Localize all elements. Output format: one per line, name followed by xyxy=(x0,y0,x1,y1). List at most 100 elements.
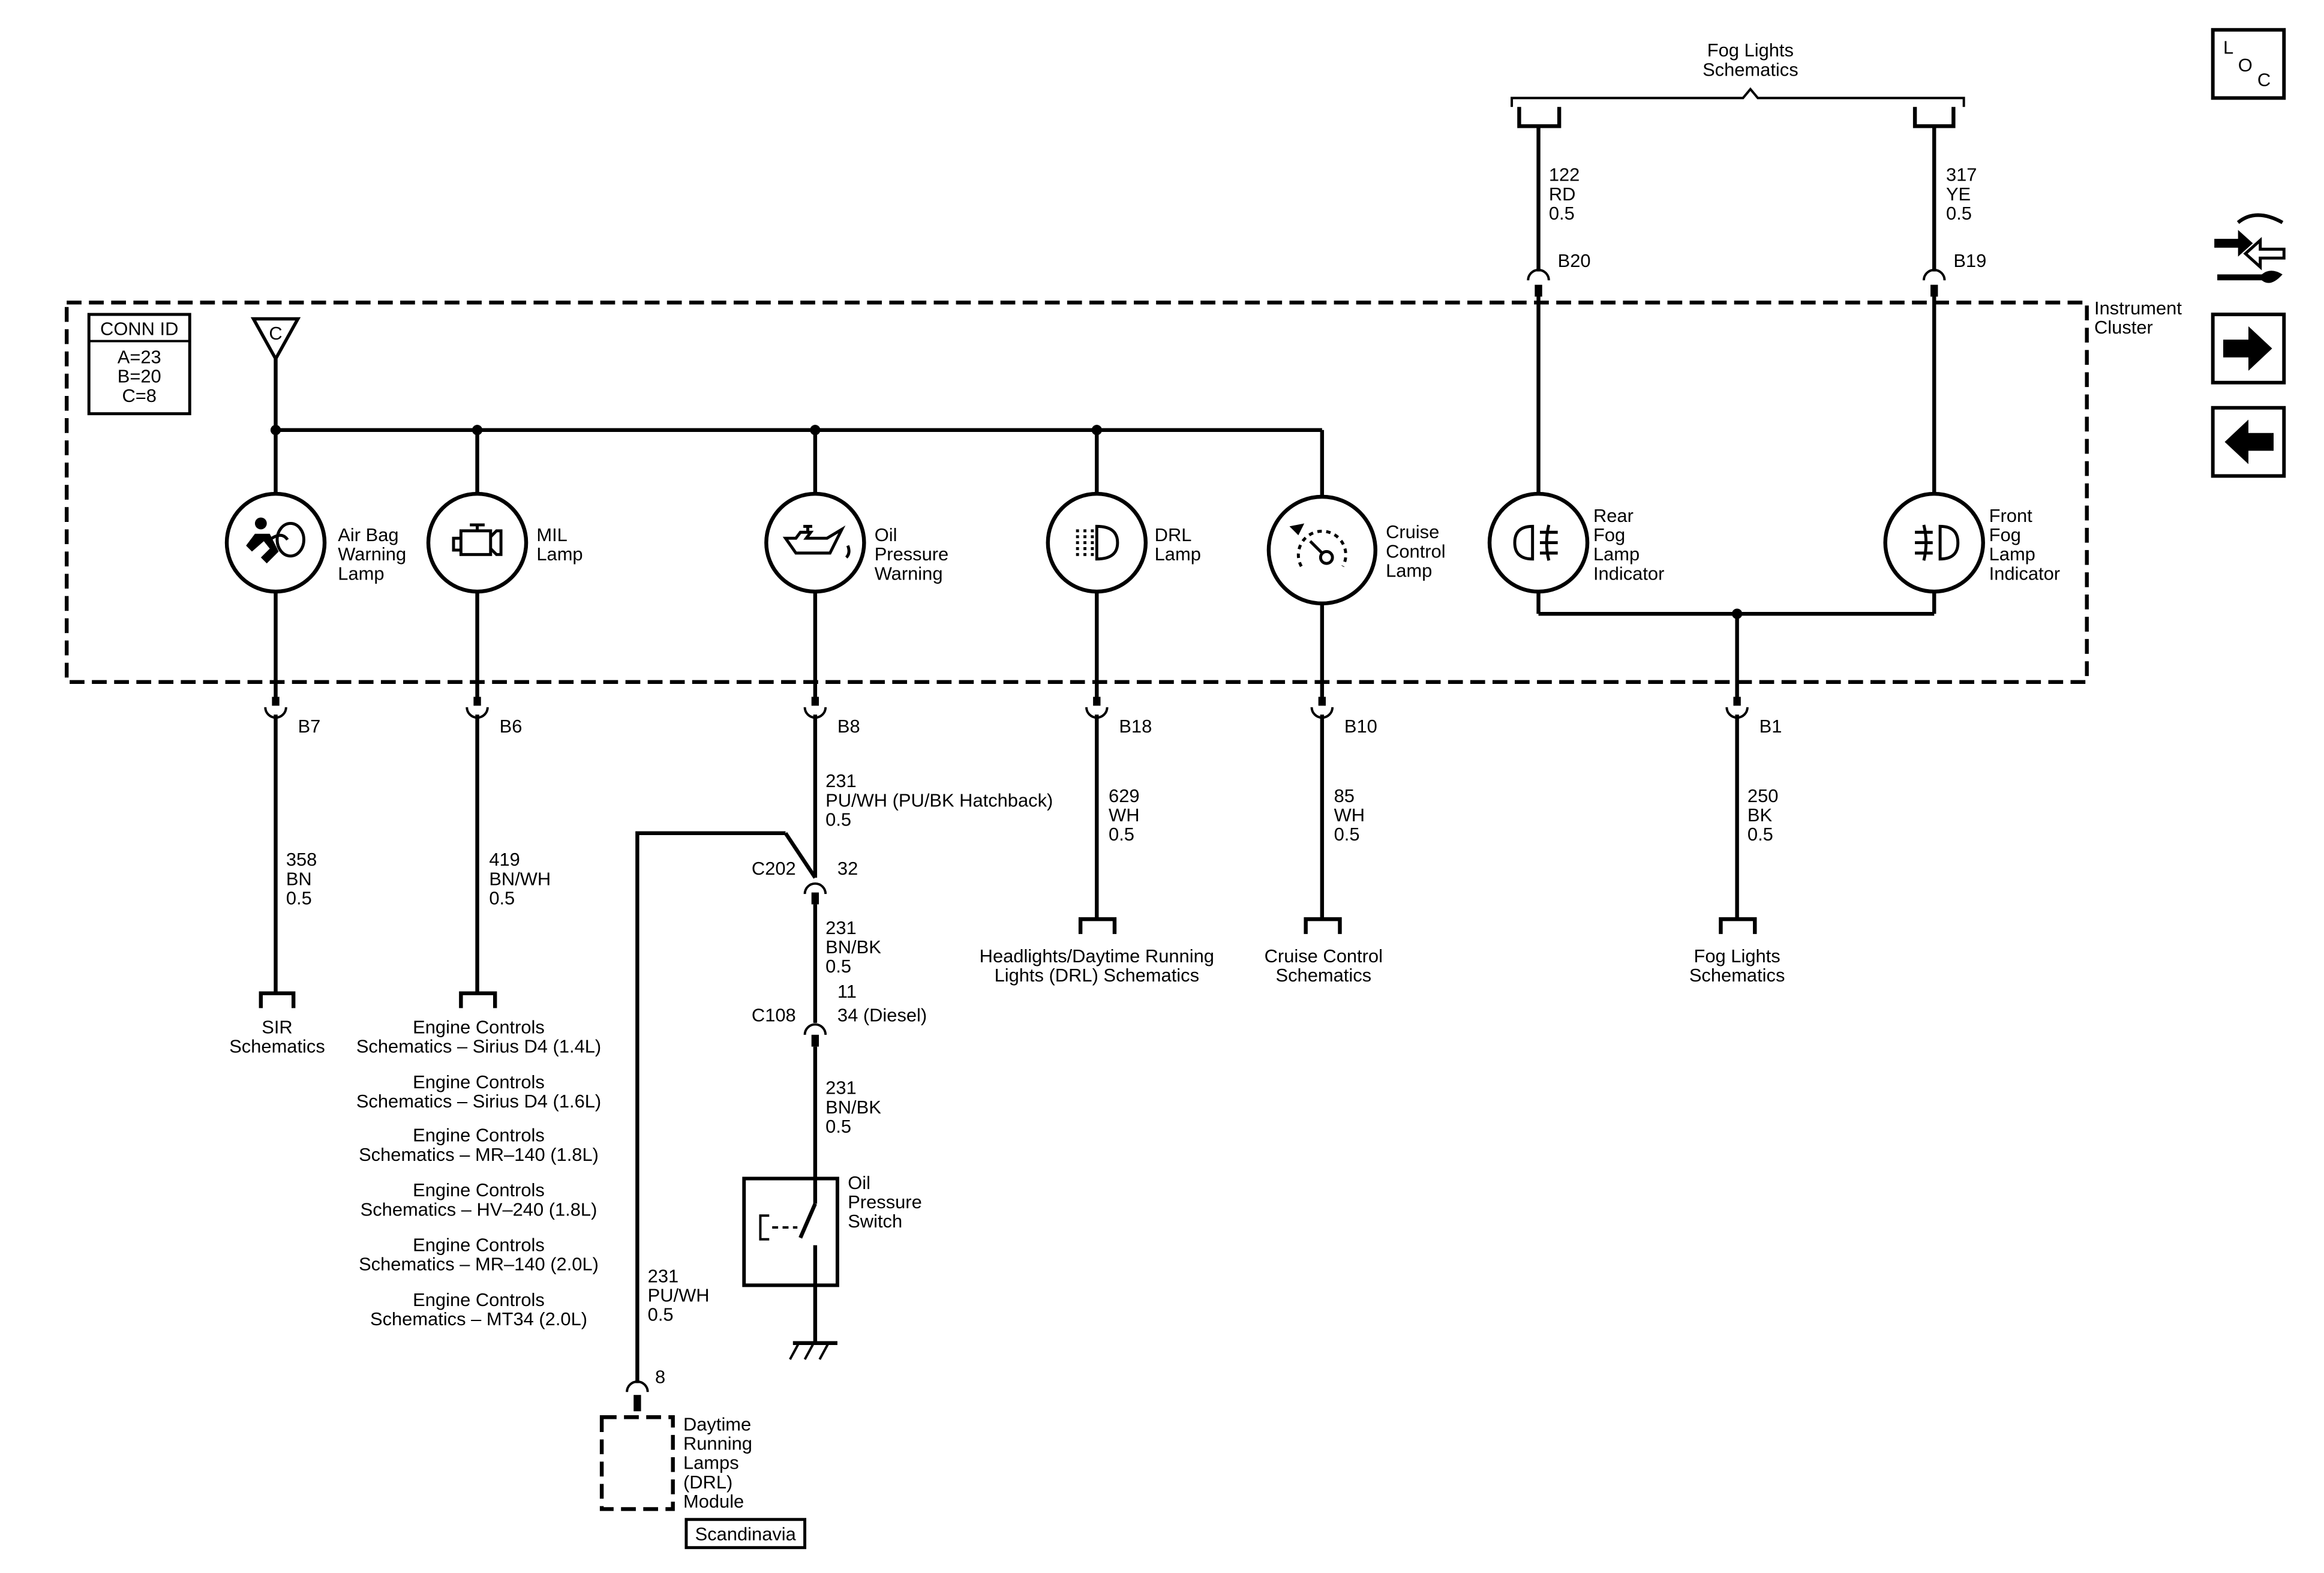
wire-label-122: RD xyxy=(1549,184,1576,205)
pin-label-b10: B10 xyxy=(1344,716,1377,737)
wire-label-231-bnbk: BN/BK xyxy=(825,936,881,957)
lamp-label-cruise: Cruise xyxy=(1386,521,1439,542)
supply-triangle-symbol: C xyxy=(250,317,301,362)
instrument-cluster-boundary xyxy=(64,301,2089,685)
reference-engine: Schematics – MT34 (2.0L) xyxy=(370,1308,587,1329)
drl-module-label: Running xyxy=(683,1433,752,1454)
lamp-label-oil: Pressure xyxy=(875,544,949,565)
reference-fog: Schematics xyxy=(1689,965,1785,986)
wire-label-231-drl: 0.5 xyxy=(648,1304,674,1325)
reference-sir: Schematics xyxy=(229,1035,325,1056)
connector-tools-icon[interactable] xyxy=(2214,213,2286,283)
pin-label-b20: B20 xyxy=(1558,250,1591,271)
reference-engine: Engine Controls xyxy=(413,1071,545,1092)
top-reference-title: Schematics xyxy=(1703,59,1798,80)
lamp-label-cruise: Lamp xyxy=(1386,560,1432,581)
wire-label-317: 0.5 xyxy=(1946,203,1972,224)
drl-module-pin: 8 xyxy=(655,1366,665,1387)
module-label-line2: Cluster xyxy=(2094,317,2153,338)
engine-icon xyxy=(452,523,503,556)
oil-pressure-warning-lamp xyxy=(764,491,866,594)
switch-label: Oil xyxy=(848,1172,870,1193)
pin-label-b7: B7 xyxy=(298,716,321,737)
conn-id-row: B=20 xyxy=(118,366,161,387)
drl-module-label: Daytime xyxy=(683,1414,751,1435)
module-label-line1: Instrument xyxy=(2094,298,2182,319)
top-reference-bracket xyxy=(1511,87,1965,107)
wire-label-250: 250 xyxy=(1747,785,1779,806)
lamp-label-mil: Lamp xyxy=(536,544,582,565)
wire-label-358: 358 xyxy=(286,849,317,870)
drl-module-label: (DRL) xyxy=(683,1472,732,1493)
oil-can-icon xyxy=(782,524,851,559)
drl-icon xyxy=(1076,524,1119,561)
top-reference-title: Fog Lights xyxy=(1707,40,1794,61)
wire-label-419: 0.5 xyxy=(489,887,515,908)
cluster-bus-wires xyxy=(270,290,1936,697)
lamp-label-front-fog: Fog xyxy=(1989,524,2021,545)
conn-id-row: A=23 xyxy=(118,347,161,368)
loc-button[interactable]: L O C xyxy=(2211,28,2286,100)
connector-c108-name: C108 xyxy=(752,1005,796,1026)
left-arrow-icon xyxy=(2224,419,2274,464)
reference-engine: Schematics – MR–140 (1.8L) xyxy=(359,1144,599,1165)
top-reference-connectors xyxy=(1517,107,1956,272)
pin-label-b6: B6 xyxy=(500,716,523,737)
external-wires xyxy=(274,715,1739,1383)
splice-line xyxy=(783,832,817,879)
wire-label-231-switch: 0.5 xyxy=(825,1116,851,1137)
connector-c108-pin: 11 xyxy=(837,981,857,1002)
lamp-label-cruise: Control xyxy=(1386,541,1446,562)
pin-label-b18: B18 xyxy=(1119,716,1152,737)
switch-label: Pressure xyxy=(848,1191,922,1212)
wire-label-231-bnbk: 0.5 xyxy=(825,956,851,977)
wire-label-231-drl: 231 xyxy=(648,1265,679,1286)
pin-label-b1: B1 xyxy=(1759,716,1782,737)
reference-fog: Fog Lights xyxy=(1694,945,1780,966)
lamp-label-oil: Warning xyxy=(875,563,943,584)
wire-label-419: BN/WH xyxy=(489,868,551,889)
speedometer-icon xyxy=(1289,523,1347,568)
conn-id-title: CONN ID xyxy=(100,319,178,340)
lamp-label-rear-fog: Indicator xyxy=(1593,563,1664,584)
top-pin-connectors xyxy=(1527,269,1946,297)
wire-label-629: WH xyxy=(1109,804,1139,825)
reference-headlights: Headlights/Daytime Running xyxy=(980,945,1214,966)
reference-cruise: Schematics xyxy=(1276,965,1372,986)
reference-engine: Engine Controls xyxy=(413,1235,545,1256)
lamp-label-front-fog: Lamp xyxy=(1989,544,2035,565)
reference-engine: Schematics – HV–240 (1.8L) xyxy=(361,1199,597,1220)
reference-engine: Schematics – Sirius D4 (1.4L) xyxy=(356,1035,601,1056)
wire-label-629: 0.5 xyxy=(1109,824,1134,845)
wire-label-250: BK xyxy=(1747,804,1773,825)
lamp-label-airbag: Air Bag xyxy=(338,524,398,545)
wire-label-231-oil: PU/WH (PU/BK Hatchback) xyxy=(825,789,1053,810)
drl-module-label: Lamps xyxy=(683,1452,739,1473)
reference-engine: Engine Controls xyxy=(413,1289,545,1310)
rear-fog-icon xyxy=(1513,524,1558,561)
previous-page-button[interactable] xyxy=(2211,406,2286,478)
wire-label-231-oil: 231 xyxy=(825,770,857,791)
airbag-warning-lamp xyxy=(224,491,327,594)
wire-label-317: YE xyxy=(1946,184,1971,205)
wire-label-231-bnbk: 231 xyxy=(825,917,857,938)
conn-id-row: C=8 xyxy=(122,385,157,406)
bottom-pin-connectors xyxy=(264,697,1749,719)
scandinavia-badge xyxy=(684,1518,807,1550)
connector-c202-name: C202 xyxy=(752,858,796,879)
lamp-label-mil: MIL xyxy=(536,524,567,545)
connector-c108-pin: 34 (Diesel) xyxy=(837,1005,927,1026)
reference-engine: Engine Controls xyxy=(413,1125,545,1146)
lamp-label-front-fog: Front xyxy=(1989,505,2032,526)
lamp-label-rear-fog: Rear xyxy=(1593,505,1634,526)
reference-cruise: Cruise Control xyxy=(1265,945,1383,966)
drl-module-connector xyxy=(626,1380,649,1412)
wire-label-231-drl: PU/WH xyxy=(648,1285,710,1306)
lamp-label-drl: DRL xyxy=(1155,524,1192,545)
wire-label-358: BN xyxy=(286,868,312,889)
next-page-button[interactable] xyxy=(2211,313,2286,385)
right-arrow-icon xyxy=(2223,326,2272,371)
reference-engine: Schematics – MR–140 (2.0L) xyxy=(359,1254,599,1275)
wire-label-85: 85 xyxy=(1334,785,1355,806)
